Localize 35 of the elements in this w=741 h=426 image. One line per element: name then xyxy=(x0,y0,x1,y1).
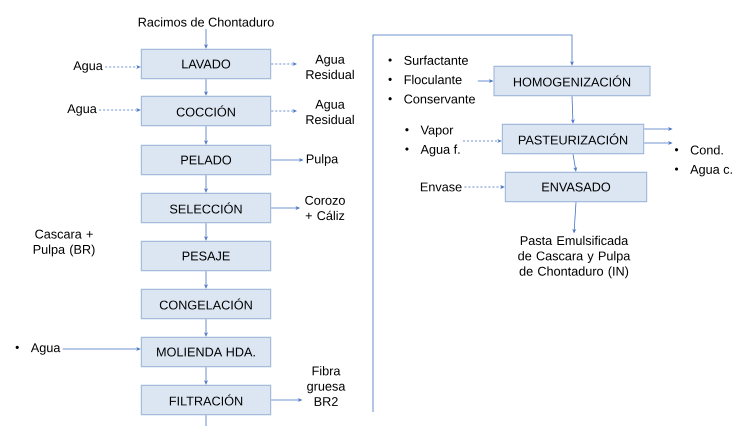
bullet-list: Vapor Agua f. xyxy=(405,126,460,156)
process-box: ENVASADO xyxy=(504,172,648,202)
process-box: COCCIÓN xyxy=(140,96,272,126)
node-label: Floculante xyxy=(404,74,462,84)
stream-label: Agua xyxy=(73,61,103,73)
process-box: LAVADO xyxy=(140,48,272,80)
stream-label: Agua Residual xyxy=(306,54,354,80)
node-label: Agua c. xyxy=(690,165,732,176)
stream-label: Agua Residual xyxy=(306,100,354,124)
node-label: Conservante xyxy=(404,94,475,104)
process-box: FILTRACIÓN xyxy=(140,384,272,416)
node-label: Vapor xyxy=(420,126,454,138)
stream-label: Pulpa xyxy=(306,154,338,166)
process-box: MOLIENDA HDA. xyxy=(140,336,272,368)
node-label: Agua f. xyxy=(420,144,460,156)
stream-label: Pasta Emulsificada de Cascara y Pulpa de Chontaduro (IN) xyxy=(518,236,630,278)
bullet-list: Agua xyxy=(16,343,60,355)
process-box: CONGELACIÓN xyxy=(140,288,272,320)
stream-label: Agua xyxy=(67,104,97,116)
stream-label: Cascara + Pulpa (BR) xyxy=(34,230,95,256)
bullet-list: Cond. Agua c. xyxy=(674,145,732,176)
arrow xyxy=(372,34,574,412)
stream-label: Fibra gruesa BR2 xyxy=(307,366,346,406)
process-box: PASTEURIZACIÓN xyxy=(502,124,644,154)
stream-label: Envase xyxy=(420,182,462,192)
node-label: Agua xyxy=(30,343,60,355)
process-box: HOMOGENIZACIÓN xyxy=(493,66,651,96)
node-label: Cond. xyxy=(690,145,723,155)
process-box: PESAJE xyxy=(140,240,272,272)
process-box: PELADO xyxy=(140,144,272,176)
stream-label: Corozo + Cáliz xyxy=(305,196,345,220)
bullet-list: Surfactante Floculante Conservante xyxy=(388,56,475,104)
node-label: Surfactante xyxy=(404,56,468,65)
process-box: SELECCIÓN xyxy=(140,192,272,224)
stream-label: Racimos de Chontaduro xyxy=(138,17,274,27)
